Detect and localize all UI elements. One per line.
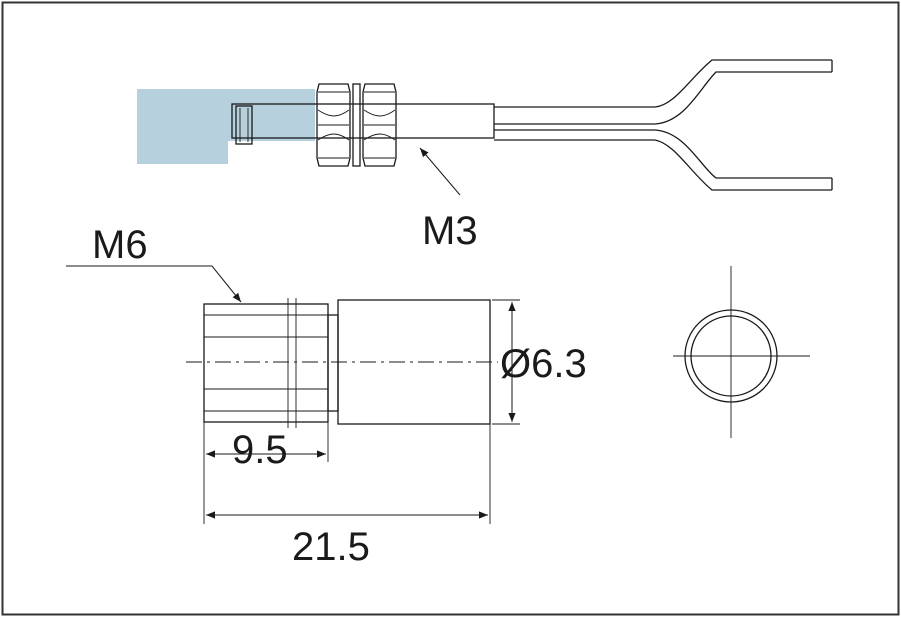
m6-leader [66, 265, 242, 303]
hex-nut-rear [362, 83, 397, 167]
washer [352, 83, 361, 167]
sensor-dimension-view: M6 Ø6.3 9.5 21.5 [66, 223, 587, 569]
label-m3: M3 [422, 209, 478, 253]
sensor-tip-band [228, 89, 315, 141]
label-9-5: 9.5 [232, 428, 288, 472]
label-diameter: Ø6.3 [500, 342, 587, 386]
cable [494, 59, 833, 191]
sensor-tip-highlight [137, 89, 228, 164]
sensor-window [235, 105, 253, 145]
label-21-5: 21.5 [292, 525, 370, 569]
hex-nut-front [316, 83, 351, 167]
sensor-end-view [673, 266, 810, 438]
m3-leader [419, 147, 461, 196]
label-m6: M6 [92, 223, 148, 267]
sensor-side-view: M3 [137, 59, 833, 253]
